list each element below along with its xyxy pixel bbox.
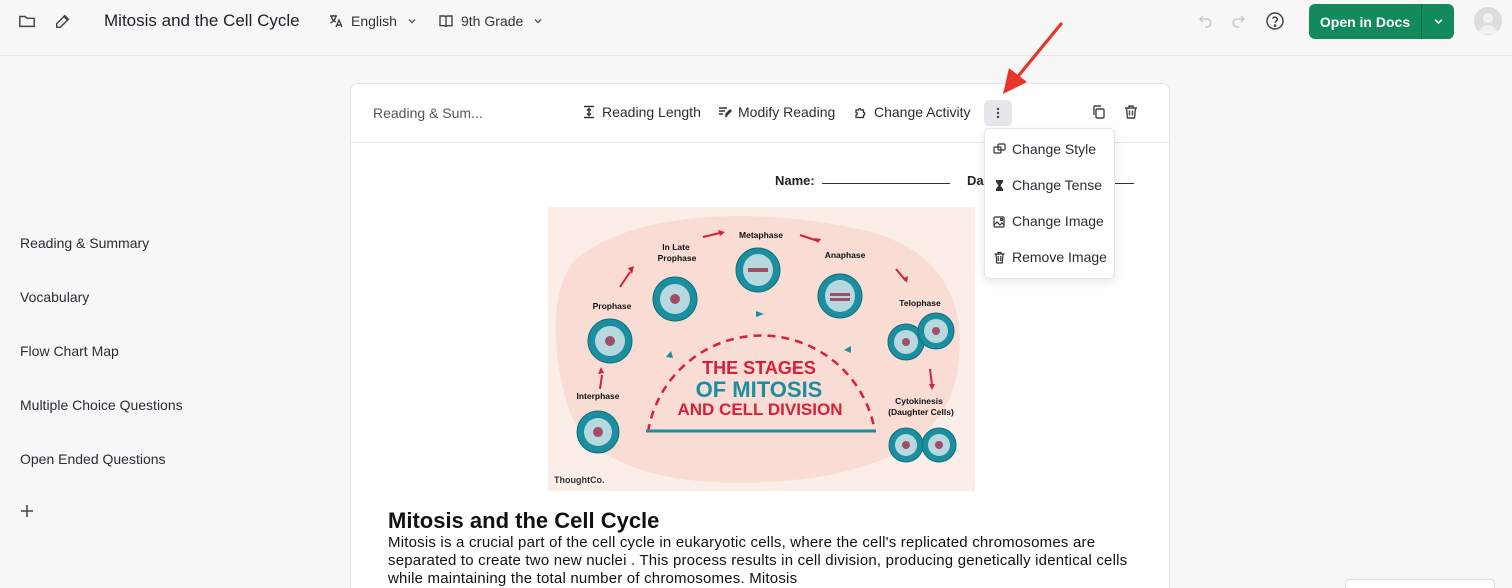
copy-icon[interactable]	[1091, 104, 1107, 120]
image-edit-icon	[993, 215, 1005, 228]
menu-item-change-image[interactable]: Change Image	[993, 213, 1104, 229]
chevron-down-icon	[408, 19, 416, 24]
stage-label-late-prophase-2: Prophase	[658, 253, 697, 263]
change-activity-label: Change Activity	[874, 104, 971, 120]
chevron-down-icon	[1434, 19, 1442, 25]
edit-icon[interactable]	[54, 12, 74, 32]
change-activity-button[interactable]: Change Activity	[854, 104, 971, 120]
trash-icon[interactable]	[1123, 104, 1139, 120]
reading-length-button[interactable]: Reading Length	[582, 104, 701, 120]
trash-icon	[994, 251, 1005, 264]
reading-length-label: Reading Length	[602, 104, 701, 120]
stage-label-anaphase: Anaphase	[825, 250, 866, 260]
reading-body: Mitosis is a crucial part of the cell cy…	[388, 534, 1128, 587]
menu-item-label: Change Style	[1012, 141, 1097, 157]
activity-name: Reading & Sum...	[373, 105, 483, 121]
menu-item-label: Change Image	[1012, 213, 1104, 229]
image-title-line1: THE STAGES	[702, 358, 816, 378]
grade-label: 9th Grade	[461, 13, 524, 29]
modify-reading-icon	[719, 107, 732, 118]
floating-panel[interactable]	[1345, 579, 1495, 588]
avatar[interactable]	[1474, 7, 1502, 35]
menu-item-label: Change Tense	[1012, 177, 1103, 193]
stage-label-late-prophase-1: In Late	[662, 242, 690, 252]
undo-icon[interactable]	[1197, 12, 1215, 30]
stage-label-interphase: Interphase	[577, 391, 620, 401]
open-in-docs-button[interactable]: Open in Docs	[1319, 13, 1411, 30]
hourglass-icon	[996, 179, 1003, 191]
sidebar-item-multiple-choice[interactable]: Multiple Choice Questions	[20, 397, 183, 413]
translate-icon	[330, 15, 343, 28]
open-in-docs-split-button: Open in Docs	[1309, 4, 1454, 39]
menu-item-change-tense[interactable]: Change Tense	[993, 177, 1102, 193]
activity-card: Reading & Sum... Reading Length Modify R…	[350, 83, 1170, 588]
more-vertical-icon	[996, 107, 1000, 119]
book-icon	[439, 15, 453, 28]
stage-label-prophase: Prophase	[593, 301, 632, 311]
stage-label-telophase: Telophase	[899, 298, 941, 308]
image-title-line3: AND CELL DIVISION	[678, 400, 843, 419]
language-select[interactable]: English	[328, 11, 418, 31]
menu-item-remove-image[interactable]: Remove Image	[993, 249, 1107, 265]
grade-select[interactable]: 9th Grade	[438, 11, 544, 31]
folder-icon[interactable]	[18, 12, 38, 32]
stage-label-cytokinesis-2: (Daughter Cells)	[888, 407, 954, 417]
menu-item-change-style[interactable]: Change Style	[993, 141, 1096, 157]
add-activity-icon[interactable]	[19, 503, 35, 519]
name-blank	[822, 183, 950, 184]
activity-toolbar: Reading & Sum... Reading Length Modify R…	[351, 84, 1169, 143]
open-docs-dropdown-button[interactable]	[1421, 4, 1454, 39]
modify-reading-label: Modify Reading	[738, 104, 836, 120]
reading-title: Mitosis and the Cell Cycle	[388, 508, 660, 533]
puzzle-icon	[855, 108, 866, 119]
mitosis-stages-image: Interphase Prophase In Late Prophase Met…	[548, 207, 975, 491]
sidebar-item-reading-summary[interactable]: Reading & Summary	[20, 235, 150, 251]
chevron-down-icon	[534, 19, 542, 24]
help-icon[interactable]	[1265, 11, 1285, 31]
style-icon	[993, 142, 1006, 154]
image-title-line2: OF MITOSIS	[696, 377, 823, 402]
more-options-menu: Change Style Change Tense Change Image R…	[984, 128, 1115, 279]
name-label: Name:	[775, 173, 815, 188]
stage-label-cytokinesis-1: Cytokinesis	[895, 396, 943, 406]
date-label: Da	[967, 173, 984, 188]
reading-length-icon	[584, 105, 594, 119]
more-options-button[interactable]	[984, 100, 1012, 126]
modify-reading-button[interactable]: Modify Reading	[718, 104, 835, 120]
menu-item-label: Remove Image	[1012, 249, 1107, 265]
redo-icon[interactable]	[1229, 12, 1247, 30]
language-label: English	[351, 13, 397, 29]
annotation-arrow-icon	[1003, 22, 1063, 94]
sidebar-item-vocabulary[interactable]: Vocabulary	[20, 289, 90, 305]
top-bar: Mitosis and the Cell Cycle English 9th G…	[0, 0, 1512, 56]
stage-label-metaphase: Metaphase	[739, 230, 783, 240]
sidebar-item-flow-chart-map[interactable]: Flow Chart Map	[20, 343, 119, 359]
document-title[interactable]: Mitosis and the Cell Cycle	[104, 11, 300, 30]
image-credit: ThoughtCo.	[554, 475, 604, 485]
sidebar-item-open-ended[interactable]: Open Ended Questions	[20, 451, 166, 467]
